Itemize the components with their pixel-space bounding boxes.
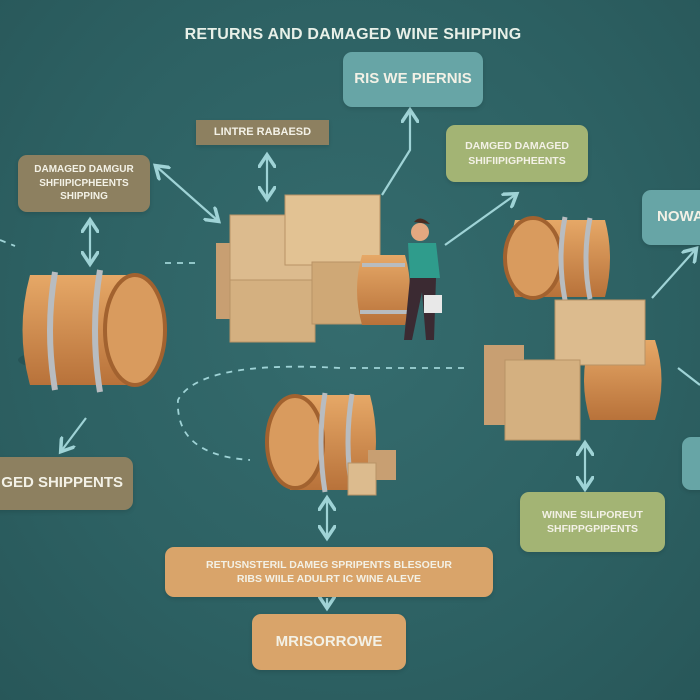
box-top-right: DAMGED DAMAGED SHIFIIPIGPHEENTS [446,125,588,182]
box-text: SHIPPING [60,191,108,203]
box-label-small: LINTRE RABAESD [196,120,329,145]
box-text: SHIFIIPIGPHEENTS [468,154,566,167]
wine-barrel-bottom [265,392,396,496]
person-figure [404,218,442,340]
arrow [444,195,515,246]
box-text: WINNE SILIPOREUT [542,508,643,521]
box-right-edge: NOWA [642,190,700,245]
arrow [651,250,695,299]
box-top-center: RIS WE PIERNIS [343,52,483,107]
box-text: SHFIIPICPHEENTS [39,177,129,189]
box-text: DAMAGED DAMGUR [34,164,134,176]
arrow [157,167,217,220]
arrow [62,417,87,450]
cardboard-boxes-center [216,194,410,343]
box-text: RIBS WIILE ADULRT IC WINE ALEVE [236,573,422,585]
box-left: DAMAGED DAMGUR SHFIIPICPHEENTS SHIPPING [18,155,150,212]
box-text: SHFIPPGPIPENTS [546,523,639,535]
box-bottom-left: GED SHIPPENTS [0,457,133,510]
arrow [381,112,410,196]
box-right-edge-lower [682,437,700,490]
arrow [677,367,700,386]
wine-barrel-right [503,216,610,301]
connector-arrows [0,112,700,606]
box-final: MRISORROWE [252,614,406,670]
box-text: DAMGED DAMAGED [465,140,569,153]
boxes-and-barrel-right [484,299,662,441]
wine-barrel-left [18,269,167,393]
box-bottom-right: WINNE SILIPOREUT SHFIPPGPIPENTS [520,492,665,552]
box-bottom-center: RETUSNSTERIL DAMEG SPRIPENTS BLESOEUR RI… [165,547,493,597]
box-text: RETUSNSTERIL DAMEG SPRIPENTS BLESOEUR [205,558,452,571]
page-title: RETURNS AND DAMAGED WINE SHIPPING [184,26,522,43]
